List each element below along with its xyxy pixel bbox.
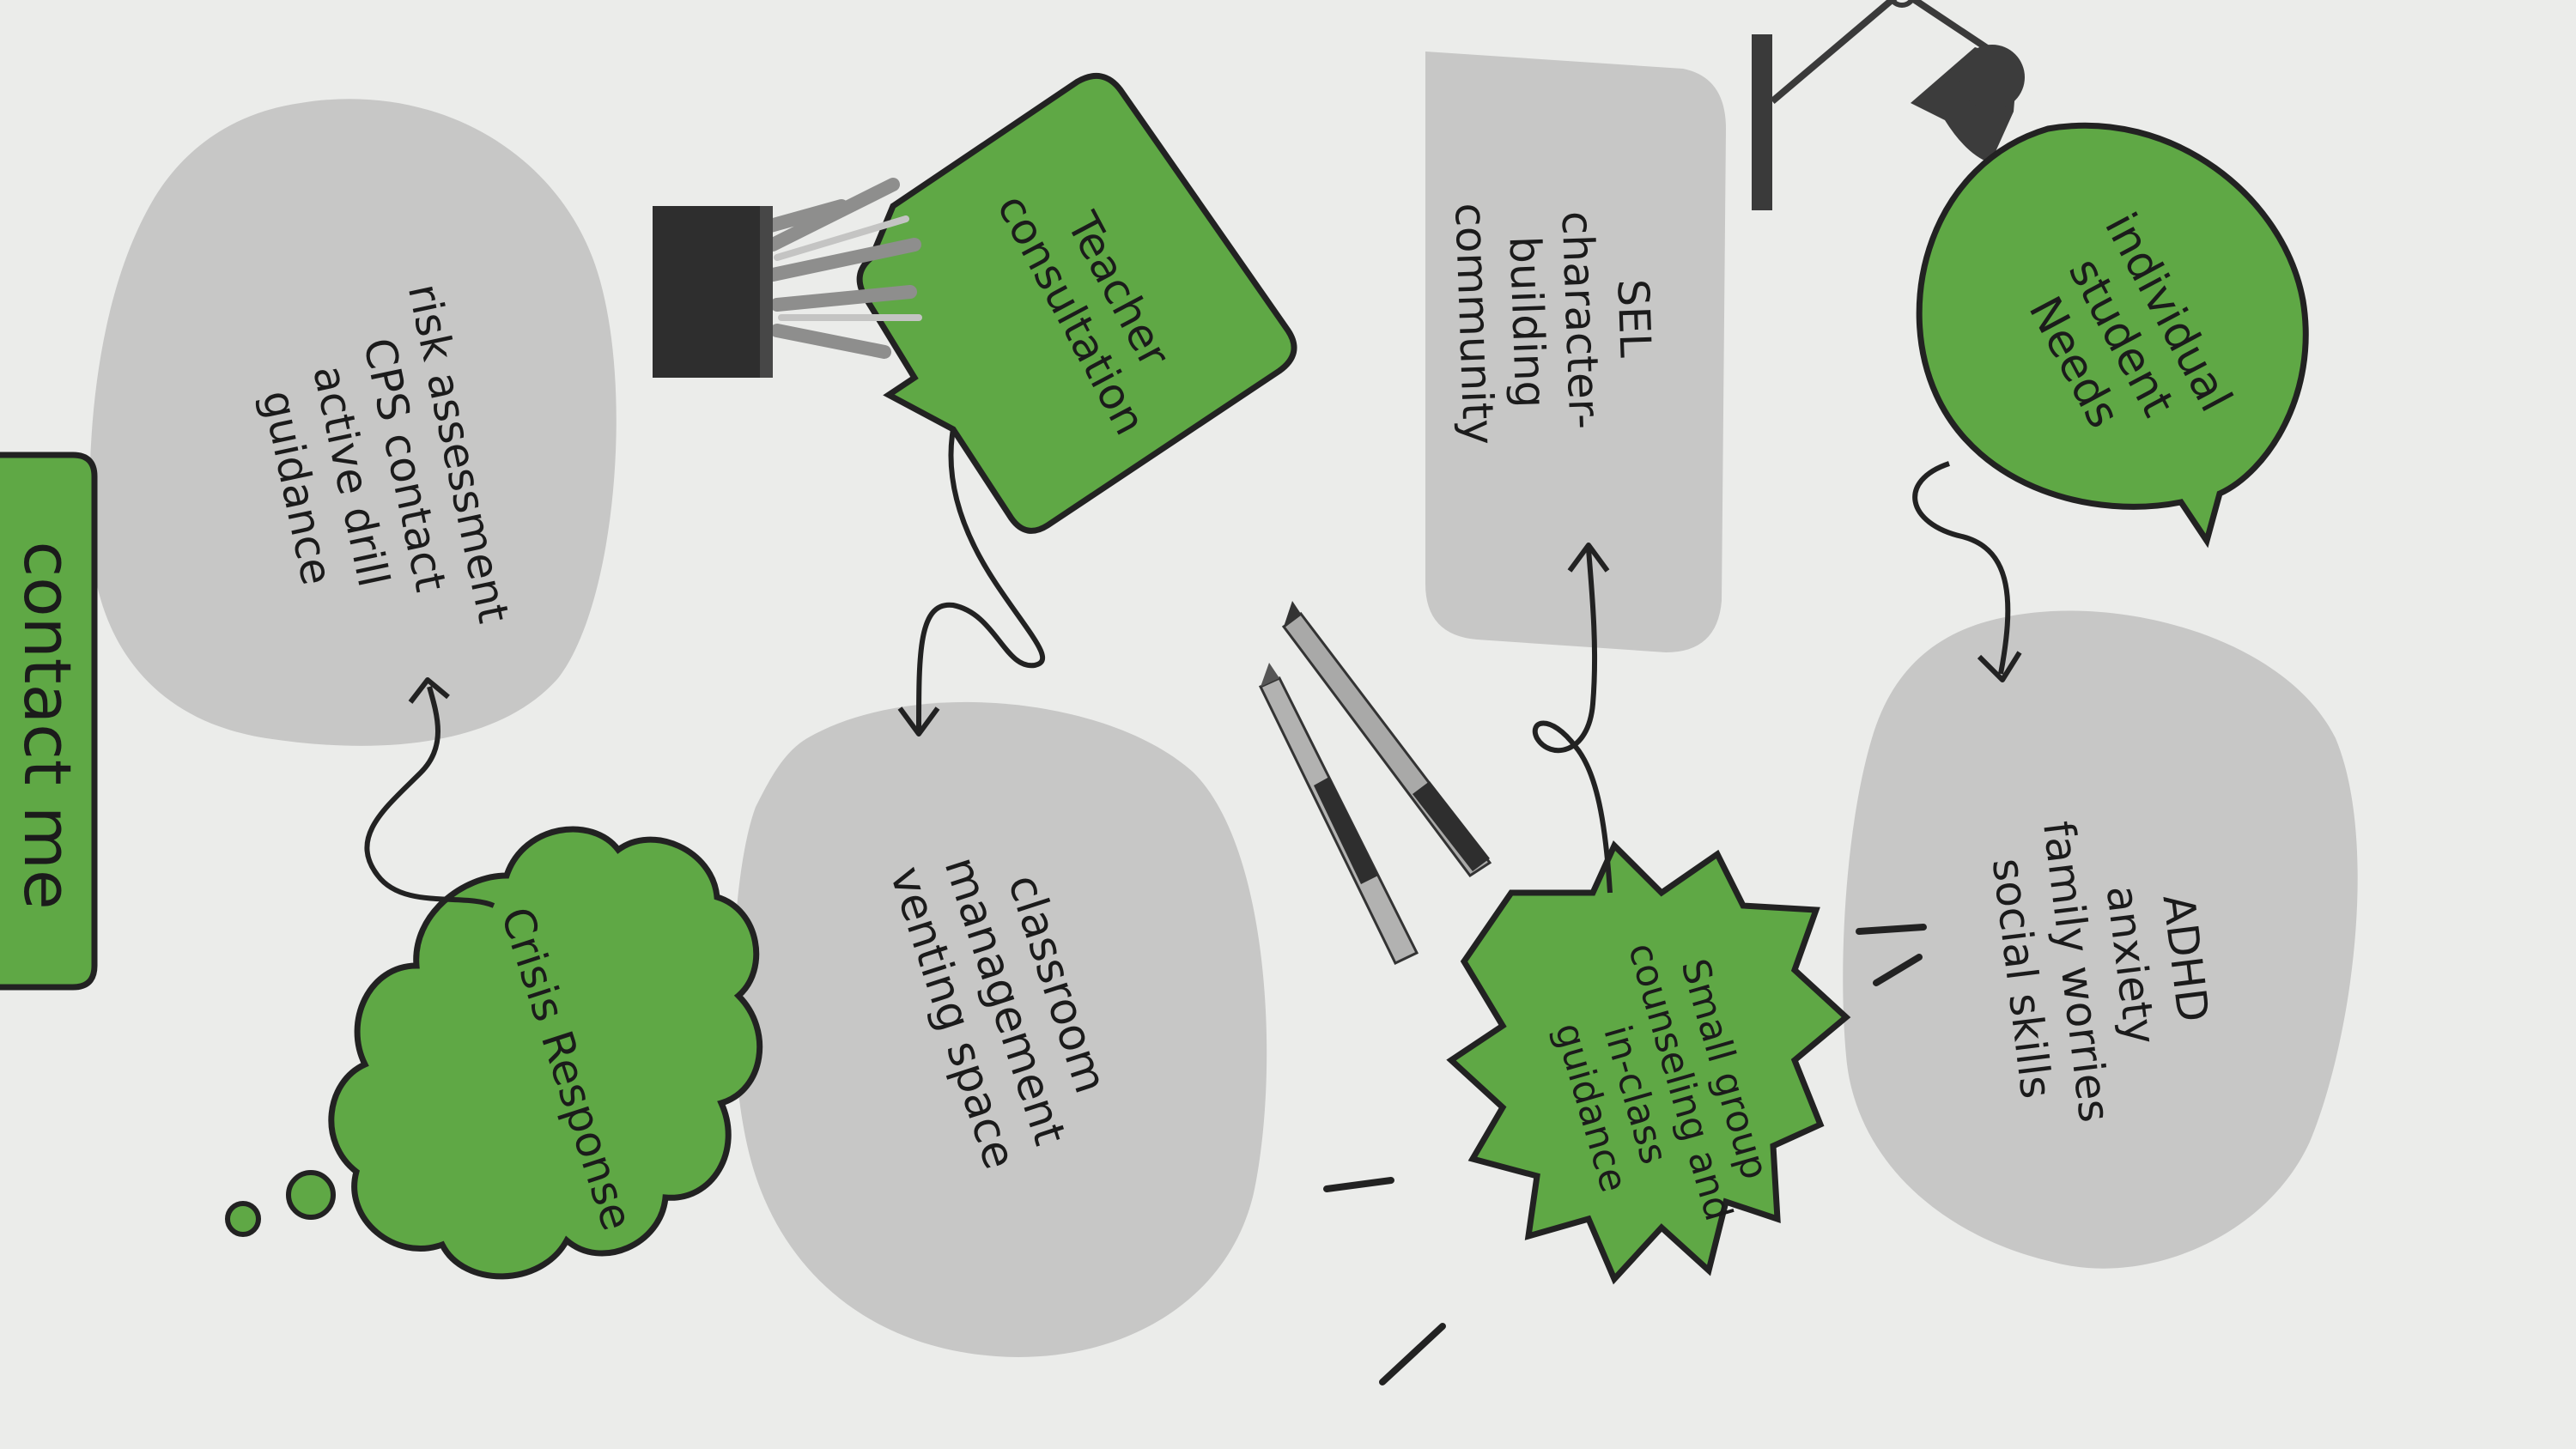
teacher-consultation-box xyxy=(856,72,1297,534)
accent-strokes xyxy=(1323,924,1927,1385)
adhd-blob xyxy=(1843,610,2358,1269)
connector-needs-to-adhd xyxy=(1912,461,2011,675)
contact-me-button[interactable]: contact me xyxy=(9,541,86,910)
risk-blob xyxy=(89,99,617,746)
pencil-icon xyxy=(1258,663,1419,965)
potted-plant-icon xyxy=(653,178,922,378)
connector-crisis-to-risk xyxy=(364,686,495,908)
contact-tab xyxy=(0,452,98,991)
classroom-blob xyxy=(732,701,1267,1357)
sel-pill xyxy=(1425,52,1726,652)
individual-needs-bubble xyxy=(1916,122,2309,549)
connector-group-to-sel xyxy=(1532,549,1613,894)
thought-dot-large xyxy=(286,1170,336,1220)
small-group-starburst xyxy=(1446,840,1851,1285)
sel-label: SEL character- building community xyxy=(1445,202,1661,446)
crisis-cloud xyxy=(328,826,763,1280)
pen-icon xyxy=(1281,601,1492,878)
desk-lamp-icon xyxy=(1752,0,2025,210)
connector-teacher-to-classroom xyxy=(916,428,1046,731)
thought-dot-small xyxy=(225,1201,261,1237)
